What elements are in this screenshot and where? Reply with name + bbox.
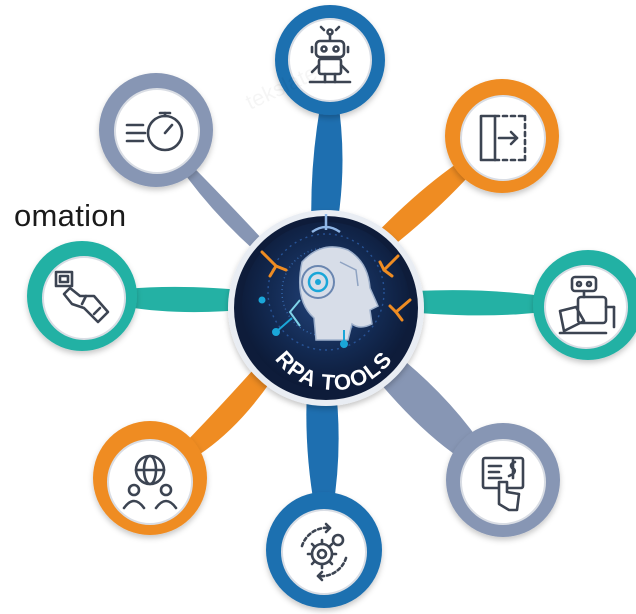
stopwatch-icon [125,111,184,152]
ai-head-icon [288,246,379,341]
disc-global-team [107,439,193,525]
disc-speed [114,88,200,174]
gears-cycle-icon [300,522,348,582]
touch-payment-icon [481,456,525,512]
claw-right-icon [378,254,412,322]
disc-robot-arm [544,265,628,349]
global-team-icon [122,454,178,510]
robot-icon [308,25,352,84]
robot-arm-icon [558,275,616,335]
claw-left-icon [260,250,288,278]
center-hub: RPA TOOLS [228,210,424,406]
node-links [258,296,348,348]
claw-top-icon [311,214,341,234]
expand-panel-icon [479,114,527,162]
hand-touch-icon [54,270,110,324]
caption-text: omation [14,198,127,233]
